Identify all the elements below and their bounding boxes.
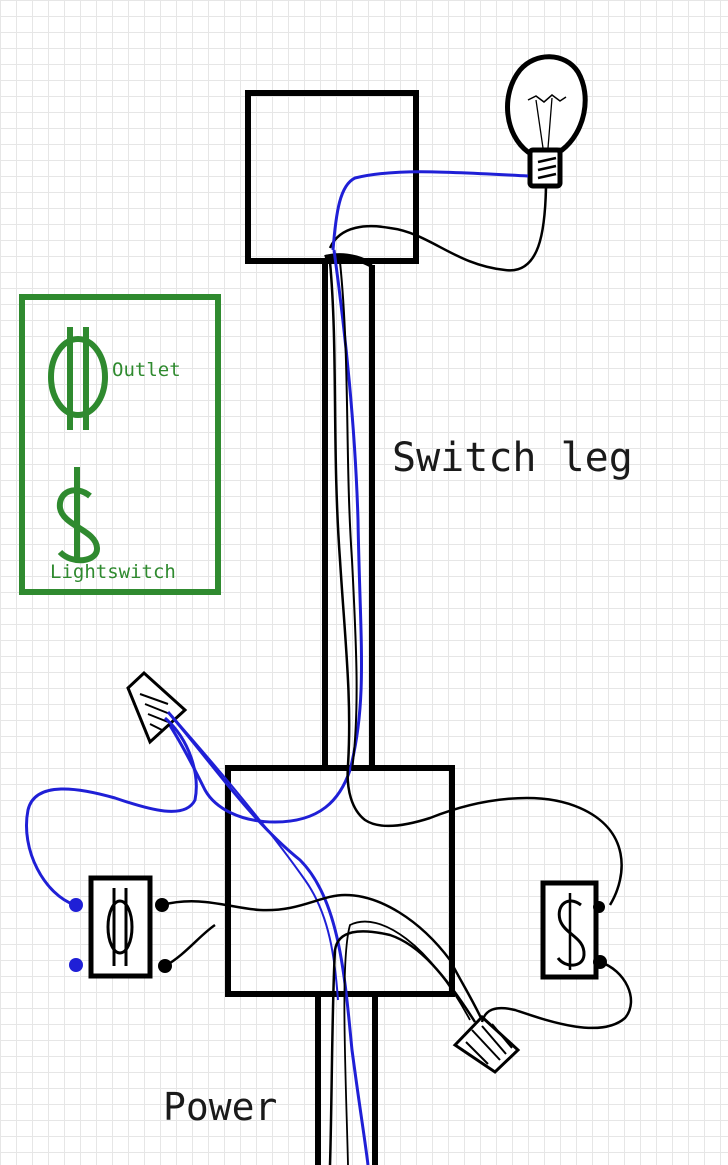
switch-device xyxy=(540,880,607,980)
legend: Outlet Lightswitch xyxy=(19,294,221,595)
wire-neutral-switch-leg xyxy=(163,249,363,824)
legend-outlet-label: Outlet xyxy=(112,359,181,381)
switch-leg-label: Switch leg xyxy=(392,435,633,481)
wire-nut-icon xyxy=(452,1014,521,1074)
light-bulb-icon xyxy=(505,54,588,189)
wire-nut-icon xyxy=(126,670,188,745)
switch-leg-conduit xyxy=(322,253,375,768)
wire-black-outlet-bottom xyxy=(164,923,216,968)
legend-lightswitch-label: Lightswitch xyxy=(50,561,176,583)
wire-neutral-to-power xyxy=(166,711,370,1165)
wire-black-power-in-2 xyxy=(343,920,471,1165)
power-conduit xyxy=(315,994,378,1165)
power-label: Power xyxy=(163,1085,277,1129)
wire-neutral-upper-to-bulb xyxy=(331,170,529,251)
legend-box xyxy=(19,294,221,595)
wire-black-switch-leg-1 xyxy=(328,261,623,906)
upper-junction-box xyxy=(245,90,419,264)
outlet-device xyxy=(69,875,172,979)
wire-neutral-outlet-loop xyxy=(25,716,198,907)
lower-junction-box xyxy=(225,765,455,997)
wire-black-upper-to-bulb xyxy=(328,187,548,272)
wire-neutral-to-outlet-bottom xyxy=(171,715,339,1001)
switch-symbol-icon xyxy=(56,467,100,564)
wire-black-switch-leg-2 xyxy=(339,261,358,771)
wire-black-outlet-top xyxy=(161,893,484,1021)
outlet-symbol-icon xyxy=(48,327,108,430)
wire-black-switch-loop xyxy=(480,960,633,1030)
